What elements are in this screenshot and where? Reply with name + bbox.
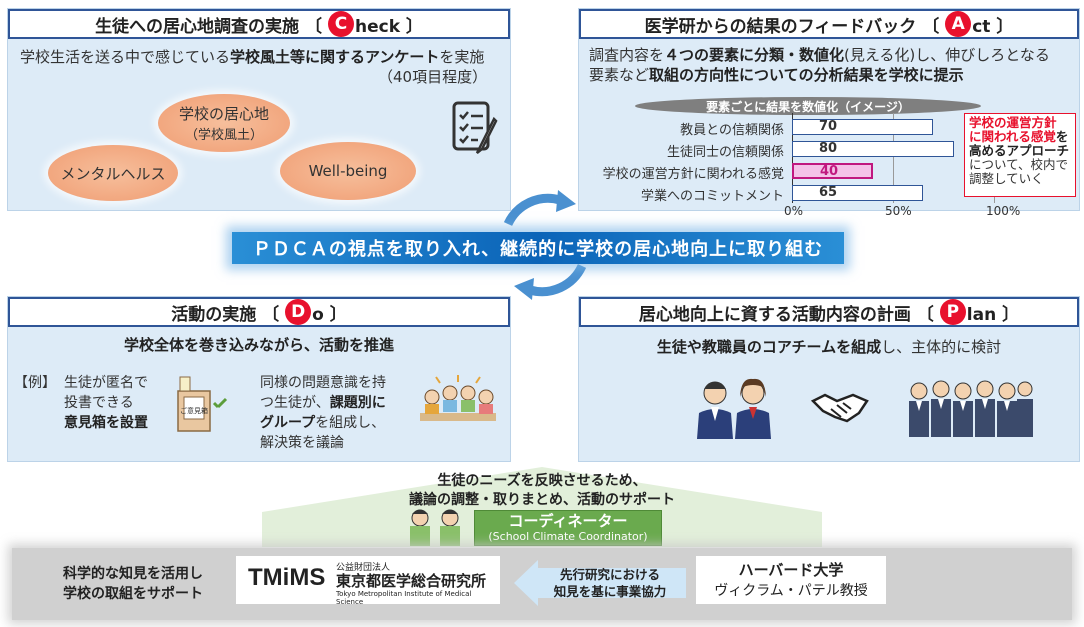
chart-title: 要素ごとに結果を数値化（イメージ） xyxy=(635,97,981,115)
support-triangle xyxy=(262,467,822,547)
act-title-suffix: ct 〕 xyxy=(972,16,1014,37)
chart-bar: 65 xyxy=(792,185,924,201)
students-icon xyxy=(697,378,771,439)
check-description-count: （40項目程度） xyxy=(378,68,488,86)
do-title-suffix: o 〕 xyxy=(312,304,347,325)
act-note: 学校の運営方針 に関われる感覚を 高めるアプローチ について、校内で 調整してい… xyxy=(964,113,1076,197)
tmims-logo-box: TMiMS 公益財団法人 東京都医学総合研究所 Tokyo Metropolit… xyxy=(236,556,500,606)
suggestion-box-icon: ご意見箱 xyxy=(168,369,230,437)
coordinator-people-icon xyxy=(410,509,460,546)
plan-badge: P xyxy=(939,299,966,325)
coordinator-box: コーディネーター (School Climate Coordinator) xyxy=(474,510,662,546)
chart-category-label: 生徒同士の信頼関係 xyxy=(666,145,784,160)
plan-panel: 居心地向上に資する活動内容の計画 〔 P lan 〕 生徒や教職員のコアチームを… xyxy=(578,296,1080,462)
oval-school-comfort: 学校の居心地 （学校風土） xyxy=(158,94,290,152)
do-panel: 活動の実施 〔 D o 〕 学校全体を巻き込みながら、活動を推進 【例】 生徒が… xyxy=(7,296,511,462)
do-example-1: 生徒が匿名で 投書できる 意見箱を設置 xyxy=(64,375,148,431)
oval-mental-health: メンタルヘルス xyxy=(48,145,178,201)
check-title-suffix: heck 〕 xyxy=(354,16,423,37)
student-group-icon xyxy=(420,375,496,421)
chart-tick-label: 0% xyxy=(784,204,804,218)
plan-title-suffix: lan 〕 xyxy=(966,304,1020,325)
do-subtitle: 学校全体を巻き込みながら、活動を推進 xyxy=(123,336,394,354)
check-description: 学校生活を送る中で感じている学校風土等に関するアンケートを実施 xyxy=(20,48,485,66)
org-name-en: Tokyo Metropolitan Institute of Medical … xyxy=(336,590,472,606)
harvard-box: ハーバード大学 ヴィクラム・パテル教授 xyxy=(696,556,886,604)
left-arrow xyxy=(514,560,686,606)
bar-chart: 教員との信頼関係 70 生徒同士の信頼関係 80 学校の運営方針に関われる感覚 40 学業へ… xyxy=(579,113,1081,218)
coordinator-label-en: (School Climate Coordinator) xyxy=(488,530,648,543)
handshake-icon xyxy=(810,393,869,423)
chart-gridline xyxy=(893,113,894,203)
act-badge: A xyxy=(945,11,972,37)
chart-bar: 70 xyxy=(792,119,934,135)
chart-tick-label: 50% xyxy=(885,204,912,218)
tmims-logo: TMiMS xyxy=(248,564,326,591)
do-title: 活動の実施 〔 xyxy=(171,304,280,325)
arrow-text: 先行研究における 知見を基に事業協力 xyxy=(553,567,667,599)
bottom-left-text: 科学的な知見を活用し 学校の取組をサポート xyxy=(63,566,203,602)
act-panel: 医学研からの結果のフィードバック 〔 A ct 〕 調査内容を４つの要素に分類・… xyxy=(578,8,1081,218)
do-badge: D xyxy=(285,299,312,325)
check-header: 生徒への居心地調査の実施 〔 C heck 〕 xyxy=(8,9,510,39)
oval-wellbeing: Well-being xyxy=(280,142,416,200)
harvard-professor: ヴィクラム・パテル教授 xyxy=(714,583,868,599)
chart-bar: 80 xyxy=(792,141,954,157)
cycle-arrows xyxy=(503,190,587,300)
org-name: 東京都医学総合研究所 xyxy=(336,572,487,590)
chart-category-label: 学校の運営方針に関われる感覚 xyxy=(602,167,784,182)
support-text: 生徒のニーズを反映させるため、 議論の調整・取りまとめ、活動のサポート xyxy=(409,473,675,508)
do-example-2: 同様の問題意識を持 つ生徒が、課題別に グループを組成し、 解決策を議論 xyxy=(260,375,386,451)
chart-tick-label: 100% xyxy=(986,204,1021,218)
harvard-university: ハーバード大学 xyxy=(738,561,844,579)
do-header: 活動の実施 〔 D o 〕 xyxy=(8,297,510,327)
check-panel: 生徒への居心地調査の実施 〔 C heck 〕 学校生活を送る中で感じている学校… xyxy=(7,8,511,211)
plan-header: 居心地向上に資する活動内容の計画 〔 P lan 〕 xyxy=(579,297,1079,327)
checklist-icon xyxy=(452,101,498,154)
chart-category-label: 教員との信頼関係 xyxy=(680,123,784,138)
chart-bar: 40 xyxy=(792,163,873,179)
plan-description: 生徒や教職員のコアチームを組成し、主体的に検討 xyxy=(656,338,1002,356)
act-title: 医学研からの結果のフィードバック 〔 xyxy=(644,16,940,37)
org-type: 公益財団法人 xyxy=(336,563,391,573)
svg-text:ご意見箱: ご意見箱 xyxy=(180,406,208,415)
coordinator-label: コーディネーター xyxy=(508,512,628,530)
check-badge: C xyxy=(327,11,354,37)
chart-gridline xyxy=(792,113,793,203)
do-example-label: 【例】 xyxy=(14,375,56,391)
act-header: 医学研からの結果のフィードバック 〔 A ct 〕 xyxy=(579,9,1079,39)
chart-category-label: 学業へのコミットメント xyxy=(640,189,784,204)
act-description: 調査内容を４つの要素に分類・数値化(見える化)し、伸びしろとなる 要素など取組の… xyxy=(589,46,1050,84)
staff-team-icon xyxy=(909,380,1033,437)
check-title: 生徒への居心地調査の実施 〔 xyxy=(95,16,322,37)
plan-title: 居心地向上に資する活動内容の計画 〔 xyxy=(638,304,934,325)
pdca-banner: ＰＤＣＡの視点を取り入れ、継続的に学校の居心地向上に取り組む xyxy=(232,232,844,264)
